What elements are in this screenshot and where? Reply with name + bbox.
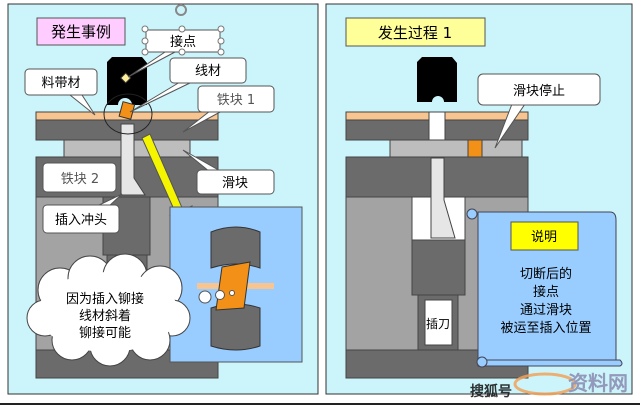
callout-slider: 滑块 [182, 149, 275, 195]
svg-text:线材斜着: 线材斜着 [79, 308, 131, 324]
svg-text:切断后的: 切断后的 [520, 266, 572, 282]
svg-text:铁块 1: 铁块 1 [217, 93, 255, 108]
svg-text:插入冲头: 插入冲头 [55, 213, 107, 228]
title-box [345, 17, 486, 47]
callout-wire: 线材 [129, 57, 247, 113]
right-title: 发生过程 1 [378, 24, 452, 42]
svg-text:被运至插入位置: 被运至插入位置 [500, 321, 591, 336]
slider-block [389, 139, 523, 158]
wire-piece [118, 101, 136, 120]
callout-block2: 铁块 2 [42, 162, 117, 193]
punch [417, 57, 457, 102]
svg-text:接点: 接点 [170, 34, 196, 50]
rotate-handle-icon[interactable] [175, 4, 187, 16]
svg-text:搜狐号: 搜狐号 [470, 383, 512, 400]
callout-block1: 铁块 1 [182, 85, 275, 133]
contact-marker [120, 72, 132, 84]
right-panel: 发生过程 1 插刀 滑块停止 说明 切断后的 接点 通过滑 [325, 3, 633, 395]
svg-text:通过滑块: 通过滑块 [520, 303, 572, 318]
svg-text:铆接可能: 铆接可能 [79, 325, 131, 341]
watermark: 搜狐号 资料网 [470, 371, 628, 400]
callout-strip: 料带材 [24, 68, 98, 116]
note-title: 说明 [531, 230, 557, 245]
callout-punch: 插入冲头 [42, 193, 123, 234]
insert-slot [120, 123, 146, 196]
highlight-circle [103, 93, 153, 135]
callout-contact: 接点 [127, 4, 225, 78]
svg-text:滑块停止: 滑块停止 [513, 83, 565, 99]
svg-text:资料网: 资料网 [568, 371, 628, 395]
left-title: 発生事例 [51, 23, 111, 41]
svg-text:接点: 接点 [533, 284, 559, 300]
thought-bubble: 因为插入铆接 线材斜着 铆接可能 [26, 253, 191, 367]
note-scroll: 说明 切断后的 接点 通过滑块 被运至插入位置 [466, 208, 623, 368]
callout-slider-stop: 滑块停止 [477, 73, 601, 149]
svg-text:滑块: 滑块 [222, 176, 248, 191]
svg-text:料带材: 料带材 [41, 76, 80, 91]
svg-text:线材: 线材 [195, 64, 221, 79]
contact-piece [467, 139, 483, 158]
blade-label: 插刀 [426, 317, 450, 331]
svg-text:因为插入铆接: 因为插入铆接 [66, 291, 144, 307]
left-panel: 発生事例 接点 [7, 3, 319, 395]
title-box [36, 17, 126, 46]
svg-text:铁块 2: 铁块 2 [61, 172, 99, 187]
detail-inset [169, 206, 303, 363]
selection-handles [141, 25, 225, 56]
